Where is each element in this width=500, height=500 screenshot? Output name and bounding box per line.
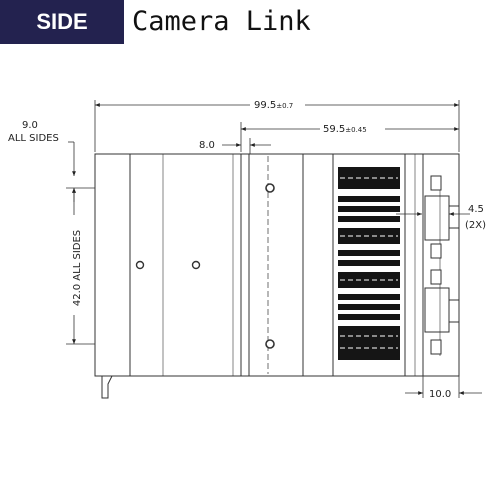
connector-pin-2 — [430, 243, 442, 259]
page-title: Camera Link — [132, 6, 311, 37]
view-badge: SIDE — [0, 0, 124, 44]
dim-connector-depth-value: 10.0 — [429, 389, 451, 400]
dim-height-value: 42.0 ALL SIDES — [72, 230, 83, 306]
dim-rear-length-value: 59.5±0.45 — [323, 124, 367, 135]
flange-screw-bottom — [265, 339, 275, 349]
lens-mount-body — [94, 153, 242, 399]
dim-overall-length-value: 99.5±0.7 — [254, 100, 293, 111]
flange-plate — [240, 153, 304, 377]
dim-rear-length — [240, 122, 459, 152]
connector-pin-1 — [430, 175, 442, 191]
mount-screw-right — [191, 260, 201, 270]
heat-sink-fins — [338, 167, 400, 360]
dim-flange-offset — [222, 138, 271, 155]
dim-edge-margin-note: ALL SIDES — [8, 133, 59, 144]
dim-connector-count: (2X) — [465, 220, 486, 231]
fin-highlights — [340, 177, 398, 349]
dim-connector-depth — [405, 376, 482, 398]
mount-screw-left — [135, 260, 145, 270]
connector-pin-3 — [430, 269, 442, 285]
connector-panel — [422, 153, 460, 377]
dim-overall-length — [94, 100, 460, 152]
dim-edge-margin — [68, 141, 76, 202]
flange-screw-top — [265, 183, 275, 193]
dim-connector-spacing-value: 4.5 — [468, 204, 484, 215]
dim-edge-margin-value: 9.0 — [22, 120, 38, 131]
connector-pin-4 — [430, 339, 442, 355]
dim-flange-offset-value: 8.0 — [199, 140, 215, 151]
